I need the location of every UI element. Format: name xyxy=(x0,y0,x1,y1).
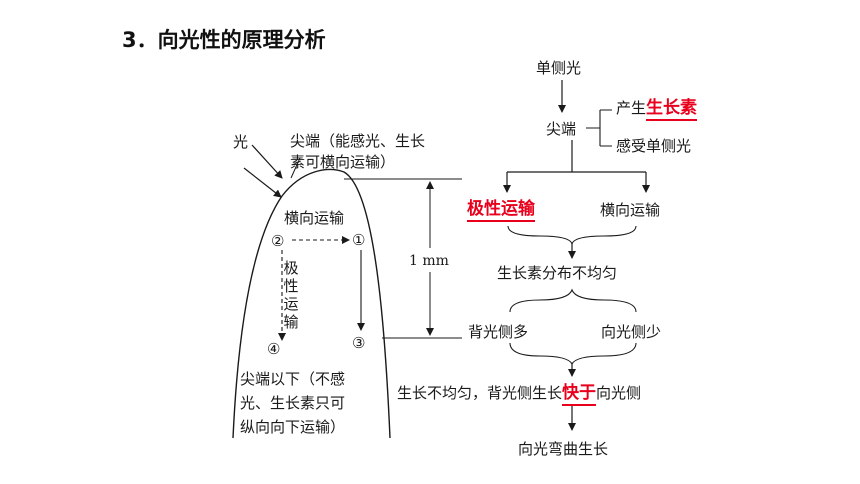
unilateral-light: 单侧光 xyxy=(536,59,582,77)
light-label: 光 xyxy=(233,133,249,151)
page-title: 3．向光性的原理分析 xyxy=(122,28,326,52)
brace-split xyxy=(509,288,637,313)
tip-label-line1: 尖端（能感光、生长 xyxy=(290,132,426,150)
circle-4: ④ xyxy=(267,340,281,358)
produce-auxin: 产生生长素 xyxy=(616,98,698,121)
tip-label-line2: 素可横向运输） xyxy=(290,153,396,171)
below-tip-line3: 纵向向下运输） xyxy=(240,418,346,436)
circle-1: ① xyxy=(352,231,366,249)
below-tip-line1: 尖端以下（不感 xyxy=(240,370,346,388)
light-arrow-1 xyxy=(251,144,283,179)
result-bending: 向光弯曲生长 xyxy=(518,440,609,458)
growth-uneven: 生长不均匀，背光侧生长快于向光侧 xyxy=(397,383,642,406)
polar-char-4: 输 xyxy=(283,313,299,331)
polar-char-1: 极 xyxy=(283,259,299,277)
polar-transport-highlight: 极性运输 xyxy=(467,199,535,222)
tip-bracket xyxy=(586,109,612,147)
faster-highlight: 快于 xyxy=(562,383,597,406)
brace-merge xyxy=(509,342,637,366)
light-arrow-2 xyxy=(243,167,282,198)
produce-prefix: 产生 xyxy=(616,99,647,117)
lateral-transport-label: 横向运输 xyxy=(284,209,345,227)
polar-char-2: 性 xyxy=(283,277,299,295)
mm-label: 1 mm xyxy=(409,253,449,269)
tip-pointer xyxy=(290,157,301,179)
sense-light: 感受单侧光 xyxy=(616,137,692,155)
coleoptile-outline xyxy=(232,168,391,439)
lateral-transport-node: 横向运输 xyxy=(600,201,661,219)
tip-node: 尖端 xyxy=(546,120,577,138)
circle-3: ③ xyxy=(352,334,366,352)
growth-prefix: 生长不均匀，背光侧生长 xyxy=(397,384,563,402)
uneven-distribution: 生长素分布不均匀 xyxy=(497,264,618,282)
polar-char-3: 运 xyxy=(283,295,299,313)
growth-suffix: 向光侧 xyxy=(596,384,642,402)
back-side-more: 背光侧多 xyxy=(468,323,529,341)
circle-2: ② xyxy=(271,232,285,250)
auxin-highlight: 生长素 xyxy=(646,98,698,121)
brace-transport xyxy=(507,225,637,245)
below-tip-line2: 光、生长素只可 xyxy=(240,394,346,412)
front-side-less: 向光侧少 xyxy=(601,323,662,341)
